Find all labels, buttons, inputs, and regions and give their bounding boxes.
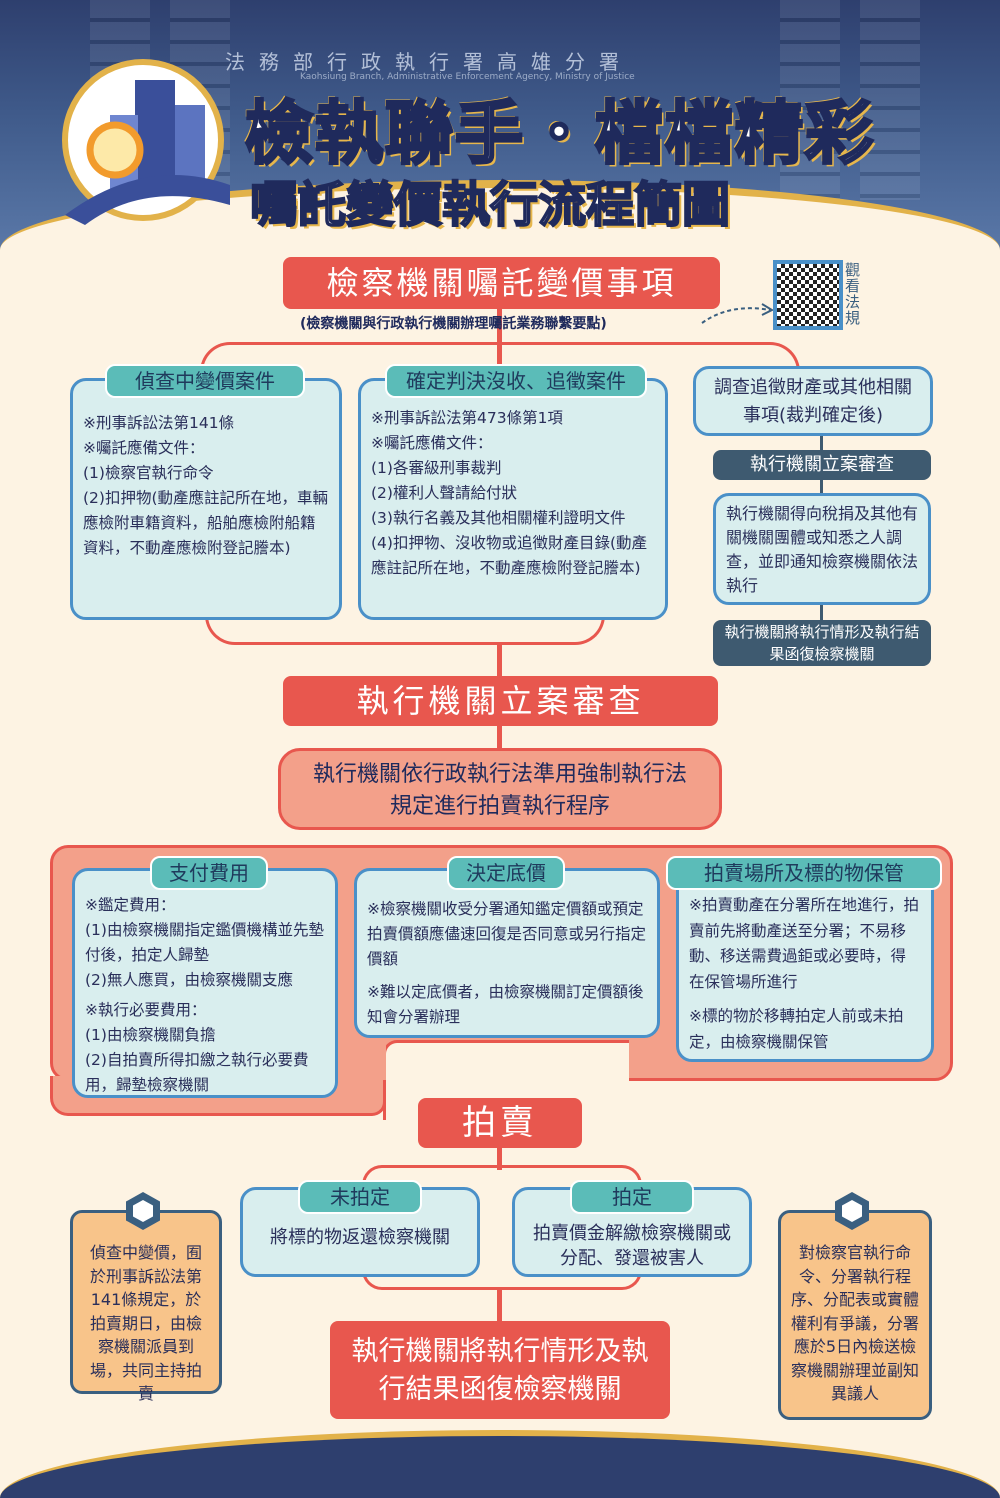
sold-tab: 拍定 (570, 1180, 694, 1214)
appraisal-fees-text: ※鑑定費用： (1)由檢察機關指定鑑價機構並先墊付後，拍定人歸墊 (2)無人應買… (85, 896, 324, 989)
unsold-tab: 未拍定 (298, 1180, 422, 1214)
qr-code[interactable] (773, 260, 843, 330)
right-note-box: 對檢察官執行命令、分署執行程序、分配表或實體權利有爭議，分署應於5日內檢送檢察機… (778, 1210, 932, 1420)
reserve-price-tab: 決定底價 (447, 856, 565, 890)
final-judgment-case-tab: 確定判決沒收、追徵案件 (385, 364, 647, 398)
guidelines-reference[interactable]: (檢察機關與行政執行機關辦理囑託業務聯繫要點) (300, 316, 607, 332)
investigation-case-box: ※刑事訴訟法第141條 ※囑託應備文件： (1)檢察官執行命令 (2)扣押物(動… (70, 378, 342, 620)
final-judgment-case-box: ※刑事訴訟法第473條第1項 ※囑託應備文件： (1)各審級刑事裁判 (2)權利… (358, 378, 668, 620)
logo-magnifier-building-icon (62, 59, 230, 225)
final-reply-step: 執行機關將執行情形及執行結果函復檢察機關 (330, 1321, 670, 1419)
poster-subtitle: 囑託變價執行流程簡圖 (249, 176, 731, 234)
poster-title: 檢執聯手‧檔檔精彩 (243, 93, 876, 176)
investigation-case-body: ※刑事訴訟法第141條 ※囑託應備文件： (1)檢察官執行命令 (2)扣押物(動… (83, 414, 329, 557)
case-review-step: 執行機關立案審查 (283, 676, 718, 726)
final-judgment-case-body: ※刑事訴訟法第473條第1項 ※囑託應備文件： (1)各審級刑事裁判 (2)權利… (371, 409, 648, 577)
qr-label: 觀看法規 (845, 261, 861, 327)
left-note-box: 偵查中變價，囿於刑事訴訟法第141條規定，於拍賣期日，由檢察機關派員到場，共同主… (70, 1210, 222, 1403)
reserve-price-text-1: ※檢察機關收受分署通知鑑定價額或預定拍賣價額應儘速回復是否同意或另行指定價額 (367, 900, 647, 968)
arrow-to-qr-icon (701, 303, 775, 324)
reserve-price-box: ※檢察機關收受分署通知鑑定價額或預定拍賣價額應儘速回復是否同意或另行指定價額 ※難… (354, 868, 660, 1038)
auction-procedure-step: 執行機關依行政執行法準用強制執行法規定進行拍賣執行程序 (278, 748, 722, 830)
execution-fees-text: ※執行必要費用： (1)由檢察機關負擔 (2)自拍賣所得扣繳之執行必要費用，歸墊… (85, 1001, 309, 1094)
agency-name: 法務部行政執行署高雄分署 (225, 50, 633, 74)
hexagon-icon (835, 1192, 869, 1230)
investigation-case-tab: 偵查中變價案件 (105, 364, 305, 398)
venue-storage-tab: 拍賣場所及標的物保管 (666, 856, 942, 890)
reserve-price-text-2: ※難以定底價者，由檢察機關訂定價額後知會分署辦理 (367, 983, 644, 1026)
fees-tab: 支付費用 (150, 856, 268, 890)
post-judgment-investigation-box: 調查追徵財產或其他相關事項(裁判確定後) (693, 366, 933, 436)
venue-storage-box: ※拍賣動產在分署所在地進行，拍賣前先將動產送至分署；不易移動、移送需費過鉅或必要… (676, 870, 934, 1062)
investigate-notify-box: 執行機關得向稅捐及其他有關機關團體或知悉之人調查，並即通知檢察機關依法執行 (713, 493, 931, 605)
storage-text: ※標的物於移轉拍定人前或未拍定，由檢察機關保管 (689, 1007, 904, 1051)
right-reply-box: 執行機關將執行情形及執行結果函復檢察機關 (713, 620, 931, 666)
agency-name-en: Kaohsiung Branch, Administrative Enforce… (300, 72, 635, 82)
venue-text: ※拍賣動產在分署所在地進行，拍賣前先將動產送至分署；不易移動、移送需費過鉅或必要… (689, 896, 919, 991)
right-review-label: 執行機關立案審查 (713, 450, 931, 480)
fees-box: ※鑑定費用： (1)由檢察機關指定鑑價機構並先墊付後，拍定人歸墊 (2)無人應買… (72, 868, 338, 1098)
hexagon-icon (126, 1192, 160, 1230)
auction-step: 拍賣 (418, 1098, 582, 1148)
footer-wave (0, 1430, 1000, 1498)
entrusted-matters-title: 檢察機關囑託變價事項 (283, 257, 720, 309)
